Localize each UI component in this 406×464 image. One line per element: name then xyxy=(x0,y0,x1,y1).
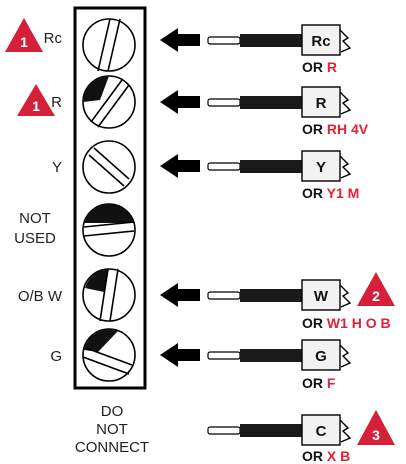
note-not: NOT xyxy=(96,421,128,438)
wire-alt-y: OR Y1 M xyxy=(302,185,359,201)
terminal-screw-not-used xyxy=(82,203,136,257)
svg-text:2: 2 xyxy=(372,288,380,304)
terminal-screw-g xyxy=(82,328,136,382)
terminal-screw-y xyxy=(82,140,136,194)
wire-c: C OR X B 3 xyxy=(207,410,395,464)
wire-y: Y OR Y1 M xyxy=(207,150,359,201)
wire-rc: Rc OR R xyxy=(207,24,352,75)
wire-alt-c: OR X B xyxy=(302,448,350,464)
warning-badge-icon: 3 xyxy=(357,410,395,445)
note-do: DO xyxy=(101,403,124,420)
wire-alt-w: OR W1 H O B xyxy=(302,315,391,331)
arrow-left-icon xyxy=(160,28,200,52)
wire-tag-r: R xyxy=(316,95,327,112)
warning-badge-icon: 1 xyxy=(5,18,43,52)
warning-badge-icon: 1 xyxy=(17,84,55,116)
wire-g: G OR F xyxy=(207,339,352,391)
arrow-left-icon xyxy=(160,283,200,307)
wire-w: W OR W1 H O B 2 xyxy=(207,272,395,331)
wire-alt-g: OR F xyxy=(302,375,336,391)
svg-text:3: 3 xyxy=(372,427,380,443)
warning-badge-icon: 2 xyxy=(357,272,395,306)
svg-text:1: 1 xyxy=(20,34,28,50)
wire-tag-w: W xyxy=(314,288,329,305)
terminal-label-rc: Rc xyxy=(44,30,63,47)
wire-r: R OR RH 4V xyxy=(207,86,369,137)
terminal-label-g: G xyxy=(50,348,62,365)
terminal-label-used: USED xyxy=(14,230,56,247)
terminal-label-ob-w: O/B W xyxy=(18,288,63,305)
terminal-label-not: NOT xyxy=(19,210,51,227)
wire-alt-rc: OR R xyxy=(302,59,337,75)
arrow-left-icon xyxy=(160,90,200,114)
arrow-left-icon xyxy=(160,343,200,367)
terminal-screw-r xyxy=(82,75,136,129)
wire-tag-y: Y xyxy=(316,159,326,176)
terminal-screw-ob-w xyxy=(82,268,136,322)
arrow-left-icon xyxy=(160,154,200,178)
terminal-label-r: R xyxy=(51,94,62,111)
terminal-screw-rc xyxy=(82,18,136,72)
svg-text:1: 1 xyxy=(32,98,40,114)
wire-alt-r: OR RH 4V xyxy=(302,121,369,137)
terminal-label-y: Y xyxy=(52,159,62,176)
note-connect: CONNECT xyxy=(75,439,149,456)
wire-tag-rc: Rc xyxy=(311,33,330,50)
wire-tag-g: G xyxy=(315,348,327,365)
wire-tag-c: C xyxy=(316,423,327,440)
